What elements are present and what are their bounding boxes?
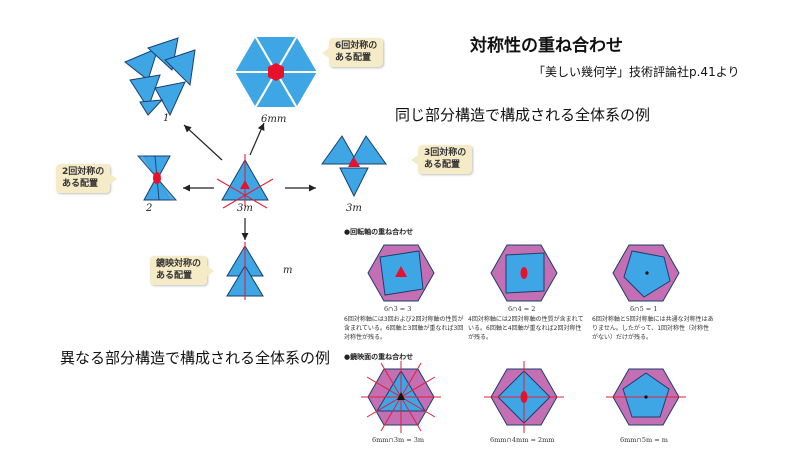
rotation-overlays — [367, 244, 680, 302]
callout-three-line1: 3回対称の — [424, 148, 467, 158]
label-six-mm: 6mm — [261, 114, 287, 125]
mirror-caption-3: 6mm∩5m = m — [620, 436, 668, 444]
callout-six-fold: 6回対称の ある配置 — [321, 38, 384, 68]
rotation-desc-3: 6回対称軸と5回対称軸には共通な対称性はありません。したがって、1回対称性（対称… — [592, 316, 714, 341]
callout-mirror-line1: 鏡映対称の — [156, 259, 202, 269]
label-three-m-right: 3m — [346, 203, 362, 214]
label-m: m — [283, 265, 293, 276]
overlay-6mm-3m — [361, 361, 441, 433]
arrow-to-1 — [183, 124, 223, 161]
callout-two-line1: 2回対称の — [62, 167, 105, 177]
overlay-6-3 — [367, 244, 435, 302]
callout-six-line2: ある配置 — [335, 52, 372, 63]
rotation-desc-1: 6回対称軸には3回および2回対称軸の性質が含まれている。6回軸と3回軸が重なれば… — [344, 316, 464, 341]
page-title: 対称性の重ね合わせ — [470, 36, 623, 56]
asymmetric-triangle-cluster — [124, 37, 196, 117]
callout-three-fold: 3回対称の ある配置 — [410, 145, 473, 175]
overlay-6-4 — [490, 244, 558, 302]
mirror-caption-2: 6mm∩4mm = 2mm — [490, 436, 555, 444]
three-fold-arrangement — [321, 135, 387, 198]
mirror-overlays — [361, 361, 686, 433]
arrows — [183, 122, 316, 240]
mirror-arrangement — [226, 242, 264, 300]
callout-mirror-line2: ある配置 — [156, 270, 193, 281]
heading-different-substructure: 異なる部分構造で構成される全体系の例 — [60, 349, 331, 367]
mirror-section-title: ●鏡映面の重ね合わせ — [344, 353, 414, 361]
source-citation: 「美しい幾何学」技術評論社p.41より — [533, 65, 740, 79]
rotation-caption-3: 6∩5 = 1 — [630, 305, 658, 313]
callout-six-line1: 6回対称の — [335, 41, 378, 51]
rotation-desc-2: 4回対称軸には2回対称軸の性質が含まれている。6回軸と4回軸が重なれば2回対称性… — [468, 316, 584, 341]
overlay-6mm-4mm — [484, 361, 564, 433]
two-fold-marker — [153, 172, 161, 184]
callout-two-fold: 2回対称の ある配置 — [56, 164, 118, 194]
label-one: 1 — [163, 113, 170, 124]
overlay-6-5 — [612, 244, 680, 302]
three-fold-marker — [348, 157, 360, 167]
two-fold-pair — [136, 155, 178, 201]
six-mm-hexagon — [232, 34, 320, 110]
callout-two-line2: ある配置 — [62, 178, 99, 189]
overlay-6mm-5m — [606, 368, 686, 426]
heading-same-substructure: 同じ部分構造で構成される全体系の例 — [395, 106, 651, 124]
label-two: 2 — [146, 203, 153, 214]
center-three-m — [216, 154, 274, 209]
rotation-section-title: ●回転軸の重ね合わせ — [344, 228, 414, 236]
callout-mirror: 鏡映対称の ある配置 — [150, 256, 215, 286]
callout-three-line2: ある配置 — [424, 159, 461, 170]
mirror-caption-1: 6mm∩3m = 3m — [372, 436, 425, 444]
label-three-m-center: 3m — [237, 203, 253, 214]
rotation-caption-2: 6∩4 = 2 — [508, 305, 536, 313]
arrow-to-6mm — [249, 122, 265, 156]
rotation-caption-1: 6∩3 = 3 — [384, 305, 412, 313]
six-fold-marker — [268, 63, 284, 81]
